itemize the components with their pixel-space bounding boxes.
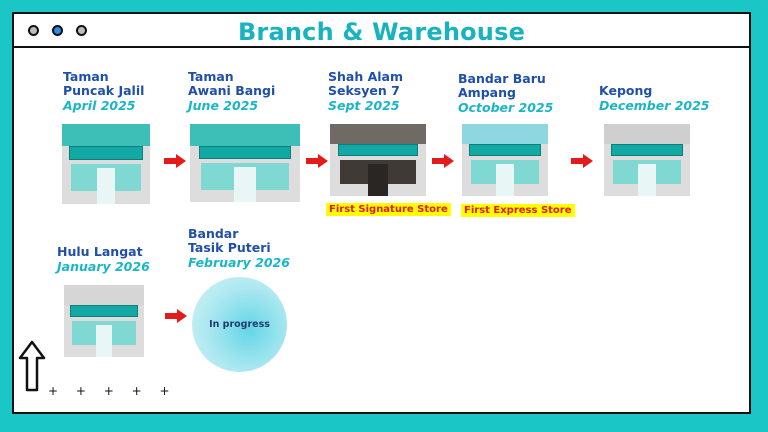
branch-photo [462,124,548,196]
branch-photo [190,124,300,202]
branch-date: December 2025 [599,98,710,113]
branch-name: Bandar Tasik Puteri [188,226,271,255]
branch-date: June 2025 [188,98,259,113]
page-title: Branch & Warehouse [237,18,526,46]
window-dot-icon[interactable] [28,25,39,36]
status-badge: First Signature Store [326,203,451,216]
arrow-right-icon [571,154,593,168]
branch-shah-alam: Shah Alam Seksyen 7 Sept 2025 [328,69,404,114]
branch-date: April 2025 [63,98,136,113]
branch-date: Sept 2025 [328,98,400,113]
branch-ampang: Bandar Baru Ampang October 2025 [458,71,554,116]
branch-kepong: Kepong December 2025 [599,83,710,114]
branch-awani-bangi: Taman Awani Bangi June 2025 [188,69,276,114]
branch-tasik-puteri: Bandar Tasik Puteri February 2026 [188,226,290,271]
branch-photo [604,124,690,196]
in-progress-label: In progress [209,319,270,330]
arrow-right-icon [432,154,454,168]
branch-name: Taman Awani Bangi [188,69,276,98]
branch-name: Bandar Baru Ampang [458,71,546,100]
arrow-up-icon[interactable] [18,340,46,392]
window-dot-icon[interactable] [52,25,63,36]
branch-photo [62,124,150,204]
status-badge: First Express Store [461,204,575,217]
branch-date: January 2026 [57,259,150,274]
arrow-right-icon [306,154,328,168]
branch-date: February 2026 [188,255,290,270]
branch-name: Taman Puncak Jalil [63,69,145,98]
branch-puncak-jalil: Taman Puncak Jalil April 2025 [63,69,145,114]
arrow-right-icon [165,309,187,323]
branch-hulu-langat: Hulu Langat January 2026 [57,244,150,275]
arrow-right-icon [164,154,186,168]
branch-name: Hulu Langat [57,244,143,259]
decorative-plus-row: + + + + + [48,384,177,398]
branch-photo [330,124,426,196]
branch-date: October 2025 [458,100,554,115]
in-progress-circle: In progress [192,277,287,372]
branch-name: Kepong [599,83,653,98]
title-bar: Branch & Warehouse [14,14,749,48]
branch-photo [64,285,144,357]
branch-name: Shah Alam Seksyen 7 [328,69,404,98]
window-dot-icon[interactable] [76,25,87,36]
